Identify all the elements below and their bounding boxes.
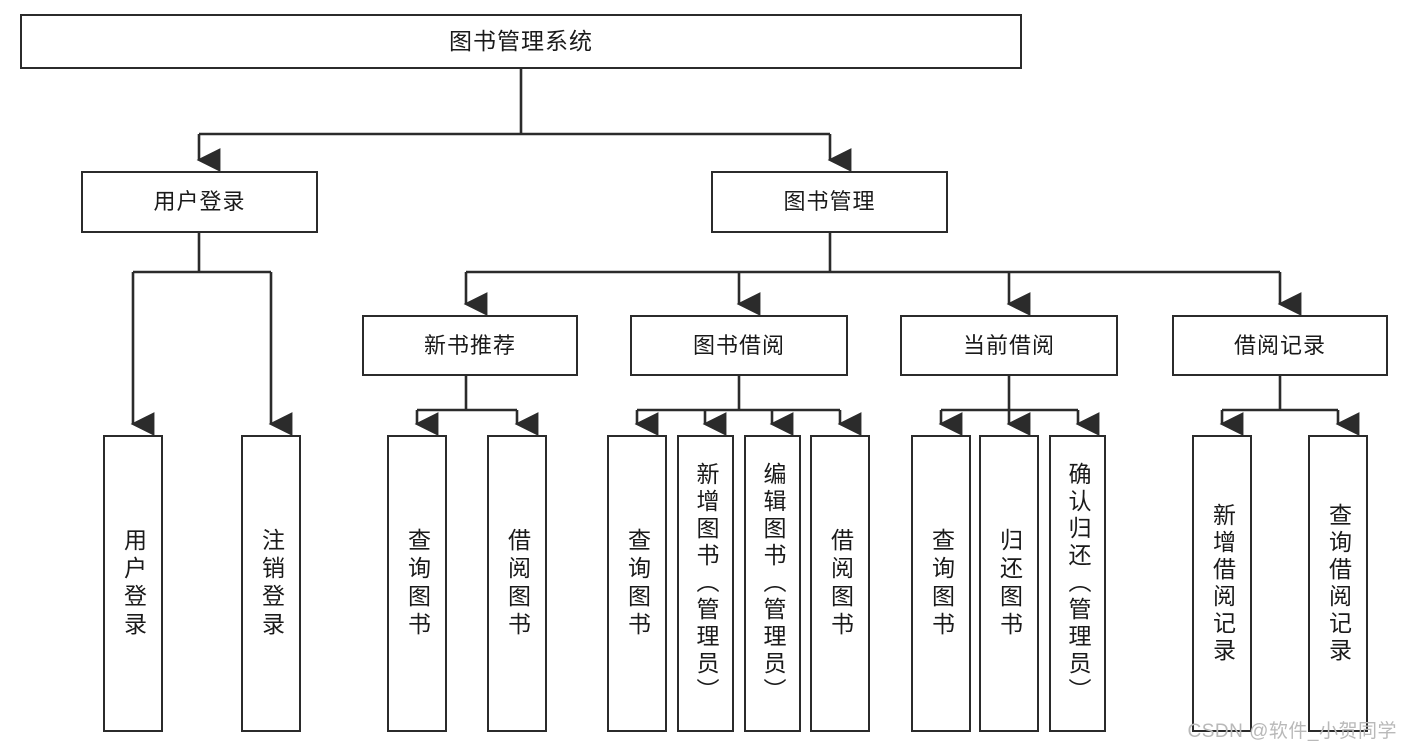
node-root-label: 图书管理系统	[449, 28, 593, 55]
node-leaf-edit-book-label: 编辑图书（管理员）	[760, 462, 786, 705]
node-leaf-add-book[interactable]: 新增图书（管理员）	[677, 435, 734, 732]
node-leaf-borrow-book-1-label: 借阅图书	[504, 527, 531, 640]
node-book-borrow[interactable]: 图书借阅	[630, 315, 848, 376]
node-leaf-user-login-label: 用户登录	[120, 527, 147, 640]
node-leaf-confirm-return-label: 确认归还（管理员）	[1065, 462, 1091, 705]
node-leaf-query-record[interactable]: 查询借阅记录	[1308, 435, 1368, 732]
node-leaf-query-book-2-label: 查询图书	[624, 527, 651, 640]
node-current-borrow[interactable]: 当前借阅	[900, 315, 1118, 376]
node-book-manage[interactable]: 图书管理	[711, 171, 948, 233]
watermark: CSDN @软件_小贺同学	[1187, 721, 1397, 742]
node-leaf-return-book-label: 归还图书	[996, 527, 1023, 640]
node-leaf-return-book[interactable]: 归还图书	[979, 435, 1039, 732]
node-current-borrow-label: 当前借阅	[962, 332, 1055, 358]
node-leaf-query-book-2[interactable]: 查询图书	[607, 435, 667, 732]
node-leaf-borrow-book-1[interactable]: 借阅图书	[487, 435, 547, 732]
node-borrow-record[interactable]: 借阅记录	[1172, 315, 1388, 376]
node-user-login[interactable]: 用户登录	[81, 171, 318, 233]
node-leaf-confirm-return[interactable]: 确认归还（管理员）	[1049, 435, 1106, 732]
node-leaf-add-book-label: 新增图书（管理员）	[693, 462, 719, 705]
node-leaf-add-record[interactable]: 新增借阅记录	[1192, 435, 1252, 732]
node-book-manage-label: 图书管理	[783, 189, 876, 215]
node-leaf-borrow-book-2[interactable]: 借阅图书	[810, 435, 870, 732]
node-leaf-query-book-1[interactable]: 查询图书	[387, 435, 447, 732]
node-leaf-query-record-label: 查询借阅记录	[1325, 502, 1352, 665]
node-leaf-user-login[interactable]: 用户登录	[103, 435, 163, 732]
node-new-book-recommend-label: 新书推荐	[423, 332, 516, 358]
node-leaf-query-book-1-label: 查询图书	[404, 527, 431, 640]
node-book-borrow-label: 图书借阅	[692, 332, 785, 358]
node-root[interactable]: 图书管理系统	[20, 14, 1022, 69]
node-leaf-edit-book[interactable]: 编辑图书（管理员）	[744, 435, 801, 732]
node-leaf-query-book-3[interactable]: 查询图书	[911, 435, 971, 732]
node-new-book-recommend[interactable]: 新书推荐	[362, 315, 578, 376]
node-leaf-logout-login-label: 注销登录	[258, 527, 285, 640]
node-borrow-record-label: 借阅记录	[1233, 332, 1326, 358]
node-leaf-add-record-label: 新增借阅记录	[1209, 502, 1236, 665]
node-leaf-logout-login[interactable]: 注销登录	[241, 435, 301, 732]
node-leaf-query-book-3-label: 查询图书	[928, 527, 955, 640]
node-user-login-label: 用户登录	[153, 189, 246, 215]
node-leaf-borrow-book-2-label: 借阅图书	[827, 527, 854, 640]
